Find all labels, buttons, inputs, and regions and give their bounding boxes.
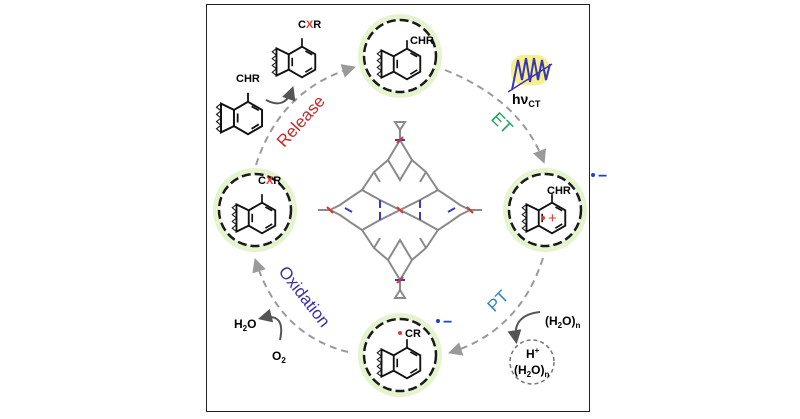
left-group-label: CXR <box>258 175 281 187</box>
radical-dot-bottom <box>398 331 402 335</box>
central-cage-molecule <box>318 121 482 299</box>
water-curved-arrow <box>507 311 541 345</box>
arc-left-top <box>255 64 357 166</box>
cycle-arrows <box>252 64 547 356</box>
h2o-label: H2O <box>234 317 256 333</box>
oxygen-curved-arrow <box>257 308 283 341</box>
node-top: CHR <box>358 14 442 98</box>
step-label-pt: PT <box>484 287 513 316</box>
electron-sign-right: − <box>598 168 607 185</box>
product-molecule <box>271 38 317 79</box>
step-label-oxidation: Oxidation <box>275 262 334 330</box>
water-cluster-label: (H2O)n <box>545 314 580 330</box>
release-curved-arrow <box>265 86 296 105</box>
node-left: CXR <box>213 168 297 252</box>
top-group-label: CHR <box>410 35 434 47</box>
bottom-group-label: CR <box>405 328 421 340</box>
substrate-molecule <box>215 92 264 136</box>
step-label-release: Release <box>273 92 329 151</box>
o2-label: O2 <box>272 349 286 365</box>
arc-top-right <box>444 69 547 164</box>
photon-label: hνCT <box>512 91 541 109</box>
electron-dot-right <box>591 173 595 177</box>
proton-water-label: (H2O)n <box>514 363 549 379</box>
electron-dot-bottom <box>436 319 440 323</box>
arc-bottom-left <box>252 258 349 353</box>
electron-sign-bottom: − <box>443 314 452 331</box>
figure-frame <box>206 4 590 412</box>
node-bottom: CR <box>358 313 442 397</box>
radical-cation-mark: + <box>548 210 557 227</box>
arc-right-bottom <box>448 257 544 356</box>
right-group-label: CHR <box>547 185 571 197</box>
photon-icon <box>507 55 553 93</box>
substrate-group-label: CHR <box>236 73 260 85</box>
product-group-label: CXR <box>298 19 321 31</box>
step-label-et: ET <box>487 109 516 138</box>
proton-label: H+ <box>526 346 540 361</box>
proton-cluster-circle <box>509 339 555 385</box>
node-right: CHR + <box>503 168 587 252</box>
radical-dot <box>541 216 545 220</box>
